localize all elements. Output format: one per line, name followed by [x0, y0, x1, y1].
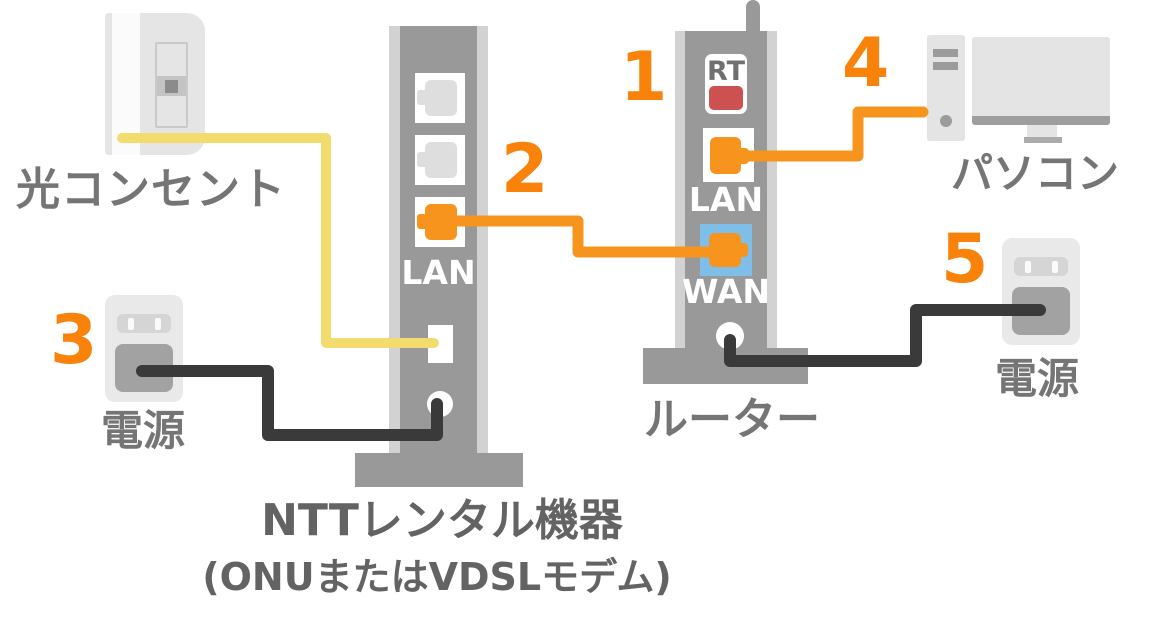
modem-edge-left	[389, 26, 400, 453]
optical-outlet-port	[155, 42, 188, 128]
optical-outlet-port-square	[165, 80, 178, 93]
optical-outlet-bevel	[112, 13, 140, 155]
router-rt-switch	[709, 86, 743, 110]
modem-edge-right	[477, 26, 488, 453]
router-power-cable	[724, 304, 1046, 367]
router-rt-badge: RT	[705, 54, 747, 114]
router-wan-port	[700, 224, 752, 276]
modem-port-2	[415, 135, 465, 185]
optical-outlet-device	[105, 13, 205, 155]
rj45-jack-tab	[417, 90, 426, 105]
modem-caption-line2: (ONUまたはVDSLモデム)	[202, 555, 672, 599]
pc-monitor-stand	[1027, 125, 1057, 138]
lan-plug-icon	[710, 137, 741, 174]
lan-cable-router-to-pc	[740, 106, 929, 162]
router-rt-badge-label: RT	[707, 56, 745, 87]
step-number-1: 1	[620, 38, 668, 117]
outlet-slot	[1052, 261, 1058, 273]
lan-plug-tab	[417, 214, 426, 229]
rj45-jack-icon	[425, 80, 457, 116]
router-edge-left	[675, 31, 685, 348]
pc-monitor-base	[1024, 137, 1062, 143]
router-edge-right	[767, 31, 777, 348]
pc-tower	[927, 35, 965, 141]
step-number-3: 3	[50, 301, 98, 380]
step-number-4: 4	[842, 24, 890, 103]
router-label: ルーター	[644, 394, 820, 445]
wan-plug-nub	[739, 243, 748, 257]
power-outlet-left	[105, 295, 183, 402]
power-left-label: 電源	[100, 406, 185, 455]
pc-monitor	[972, 37, 1110, 125]
modem-caption-line1: NTTレンタル機器	[261, 495, 623, 546]
outlet-faceplate	[117, 314, 171, 333]
modem-lan-port-label: LAN	[401, 253, 476, 292]
pc-monitor-bezel	[972, 116, 1110, 125]
modem-base	[355, 453, 523, 487]
pc-power-button	[940, 115, 952, 127]
rj45-jack-tab	[417, 152, 426, 167]
modem-port-1	[415, 73, 465, 123]
power-right-label: 電源	[994, 354, 1079, 403]
router-wan-port-label: WAN	[681, 272, 771, 311]
outlet-slot	[128, 318, 134, 330]
modem-lan-port	[415, 197, 465, 247]
step-number-5: 5	[941, 220, 989, 299]
outlet-slot	[155, 318, 161, 330]
pc-label: パソコン	[950, 149, 1119, 198]
power-outlet-right	[1002, 238, 1080, 345]
outlet-faceplate	[1014, 257, 1068, 276]
router-lan-port-label: LAN	[688, 180, 764, 219]
optical-line-cable	[117, 133, 439, 348]
pc-vent-bar	[933, 62, 958, 70]
router-device: RT LAN WAN	[675, 31, 777, 350]
modem-power-cable	[136, 365, 443, 441]
step-number-2: 2	[501, 130, 549, 209]
optical-outlet-label: 光コンセント	[16, 164, 286, 215]
rj45-jack-icon	[425, 142, 457, 178]
ntt-modem-device: LAN	[389, 26, 488, 453]
outlet-slot	[1025, 261, 1031, 273]
lan-cable-modem-to-router-wan	[446, 215, 724, 258]
pc-vent-bar	[933, 49, 958, 57]
